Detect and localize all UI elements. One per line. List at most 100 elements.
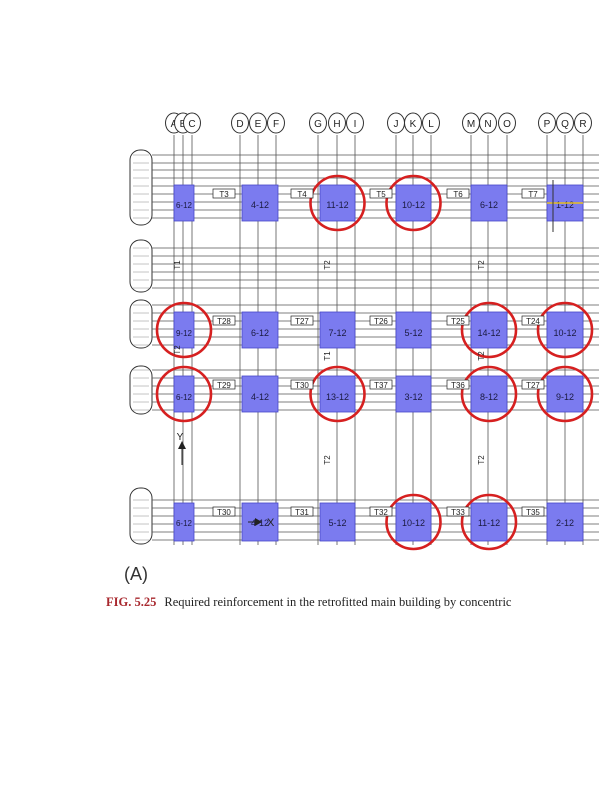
beam-tag-box (212, 188, 236, 199)
column-block (470, 184, 508, 222)
column-label: E (255, 119, 262, 130)
column-block (395, 311, 432, 349)
column-label: R (579, 119, 586, 130)
beam-tag: T3 (219, 190, 229, 199)
beam-mark: T2 (173, 345, 182, 355)
beam-tag-box (212, 379, 236, 390)
column-label: G (314, 119, 322, 130)
beam-tag-box (369, 315, 393, 326)
column-block (173, 375, 195, 413)
column-bubble (404, 112, 422, 134)
column-label: D (236, 119, 243, 130)
column-block (470, 311, 508, 349)
column-block (173, 311, 195, 349)
column-reinforcement-label: 6-12 (480, 200, 498, 210)
row-bubble-group (129, 239, 153, 293)
highlight-circle (460, 365, 518, 423)
beam-tag-box (446, 506, 470, 517)
highlight-circle (536, 301, 594, 359)
column-block (319, 502, 356, 542)
column-reinforcement-label: 4-12 (251, 200, 269, 210)
column-bubble (267, 112, 285, 134)
beam-tag: T5 (376, 190, 386, 199)
axis-arrow-head (178, 441, 186, 449)
column-label: I (354, 119, 357, 130)
column-bubble (249, 112, 267, 134)
column-block (241, 184, 279, 222)
beam-mark: T2 (477, 351, 486, 361)
beam-tag: T30 (295, 381, 309, 390)
highlight-circle (155, 365, 213, 423)
highlight-circle (155, 301, 213, 359)
column-reinforcement-label: 2-12 (556, 518, 574, 528)
column-bubble (479, 112, 497, 134)
beam-tag-box (521, 506, 545, 517)
column-reinforcement-label: 10-12 (402, 200, 425, 210)
column-block (546, 375, 584, 413)
column-block (319, 311, 356, 349)
column-block (470, 375, 508, 413)
column-reinforcement-label: 6-12 (176, 393, 193, 402)
beam-mark: T1 (173, 260, 182, 270)
beam-tag-box (521, 315, 545, 326)
column-reinforcement-label: 6-12 (176, 519, 193, 528)
column-label: H (333, 119, 340, 130)
column-reinforcement-label: 6-12 (251, 328, 269, 338)
column-bubble (183, 112, 201, 134)
column-reinforcement-label: 6-12 (176, 201, 193, 210)
column-bubble (498, 112, 516, 134)
column-label: M (467, 119, 475, 130)
highlight-circle (385, 493, 442, 551)
column-reinforcement-label: 14-12 (477, 328, 500, 338)
highlight-circle (385, 174, 442, 232)
column-block (173, 502, 195, 542)
column-block (470, 502, 508, 542)
beam-mark: T1 (323, 351, 332, 361)
beam-tag-box (212, 506, 236, 517)
beam-tag: T25 (451, 317, 465, 326)
row-bubble-group (129, 149, 153, 226)
beam-tag-box (290, 379, 314, 390)
column-bubble (574, 112, 592, 134)
column-label: J (394, 119, 399, 130)
beam-tag: T29 (217, 381, 231, 390)
axis-label: Y (177, 432, 184, 443)
column-reinforcement-label: 10-12 (402, 518, 425, 528)
beam-tag: T24 (526, 317, 540, 326)
column-reinforcement-label: 7-12 (328, 328, 346, 338)
column-reinforcement-label: 9-12 (176, 329, 193, 338)
column-block (241, 311, 279, 349)
column-label: C (188, 119, 195, 130)
column-bubble (346, 112, 364, 134)
beam-mark: T2 (323, 455, 332, 465)
beam-tag: T6 (453, 190, 463, 199)
beam-tag-box (369, 188, 393, 199)
beam-tag: T27 (526, 381, 540, 390)
beam-tag: T35 (526, 508, 540, 517)
highlight-circle (309, 365, 366, 423)
column-reinforcement-label: 11-12 (478, 518, 500, 528)
column-bubble (328, 112, 346, 134)
beam-tag: T30 (217, 508, 231, 517)
row-bubble-group (129, 299, 153, 349)
column-block (546, 311, 584, 349)
panel-label: (A) (124, 564, 148, 584)
highlight-circle (536, 365, 594, 423)
column-bubble (231, 112, 249, 134)
beam-tag: T4 (297, 190, 307, 199)
column-block (319, 375, 356, 413)
column-block (395, 184, 432, 222)
figure-number: FIG. 5.25 (106, 595, 157, 609)
highlight-circle (460, 301, 518, 359)
beam-mark: T2 (477, 260, 486, 270)
column-block (173, 184, 195, 222)
row-bubble-group (129, 365, 153, 415)
column-bubble (422, 112, 440, 134)
beam-tag-box (521, 379, 545, 390)
column-block (395, 375, 432, 413)
column-reinforcement-label: 1-12 (556, 200, 574, 210)
column-label: Q (561, 119, 569, 130)
